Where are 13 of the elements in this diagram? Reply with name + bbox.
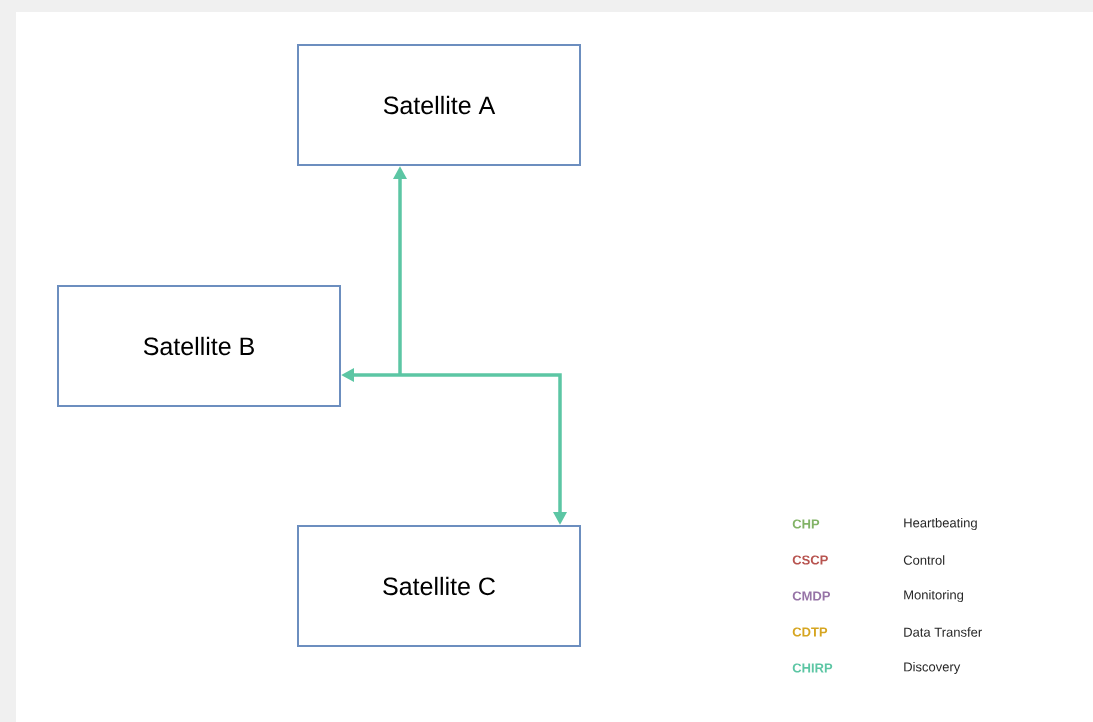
protocol-name: CSCP — [792, 555, 828, 565]
satellite-box: Satellite A — [297, 44, 581, 166]
protocol-description: Discovery — [904, 661, 961, 675]
protocol-description: Monitoring — [904, 589, 964, 603]
satellite-box: Satellite C — [297, 525, 581, 647]
protocol-name: CHP — [792, 519, 820, 529]
protocol-description: Control — [903, 555, 945, 565]
protocol-name: CMDP — [792, 591, 831, 601]
protocol-description: Data Transfer — [904, 627, 982, 637]
protocol-description: Heartbeating — [904, 517, 977, 531]
protocol-name: CDTP — [792, 627, 828, 637]
satellite-box: Satellite B — [57, 285, 341, 407]
protocol-name: CHIRP — [792, 663, 833, 673]
